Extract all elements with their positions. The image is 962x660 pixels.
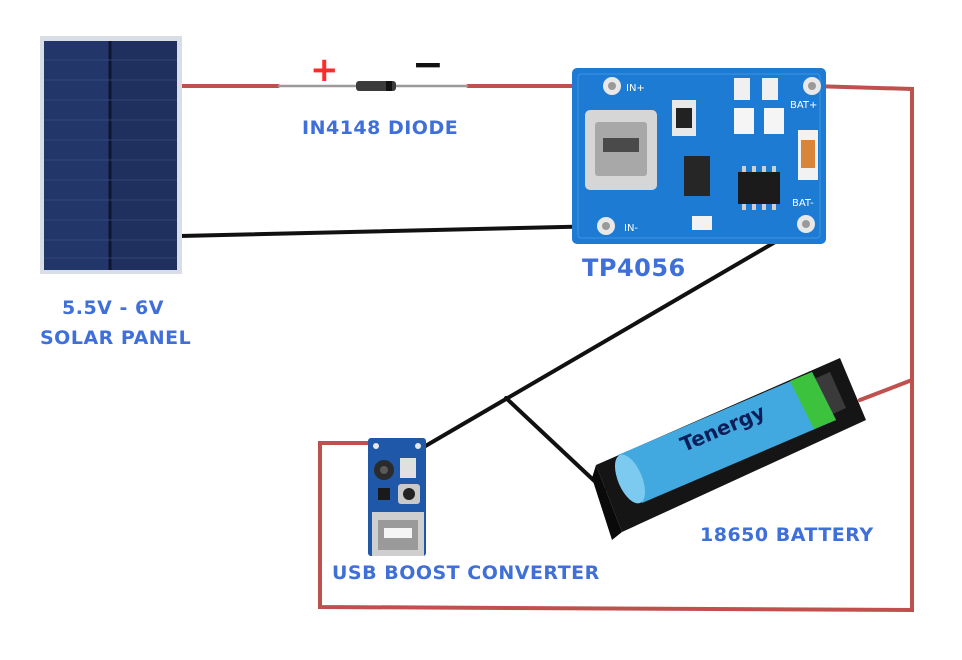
usb-port-icon — [372, 512, 424, 556]
tp4056-label: TP4056 — [582, 254, 686, 282]
black-wires — [178, 222, 808, 492]
solar-panel-voltage-label: 5.5V - 6V — [62, 297, 164, 319]
battery-holder-icon: Tenergy — [592, 358, 866, 540]
diode-minus-sign: − — [412, 42, 444, 86]
diode-icon — [278, 81, 468, 91]
pin-label-in-minus: IN- — [624, 223, 638, 234]
pin-label-bat-minus: BAT- — [792, 198, 814, 209]
wire-ground-loop — [318, 378, 914, 613]
pin-label-bat-plus: BAT+ — [790, 100, 817, 111]
wire-junction-to-battery — [504, 396, 606, 492]
pin-label-in-plus: IN+ — [626, 83, 645, 94]
wire-panel-to-in-minus — [178, 224, 608, 238]
diode-label: IN4148 DIODE — [302, 117, 459, 139]
battery-label: 18650 BATTERY — [700, 524, 874, 546]
solar-panel-icon — [40, 36, 182, 274]
tp4056-board-icon: IN+ IN- BAT+ BAT- — [572, 68, 826, 244]
diode-plus-sign: + — [310, 50, 339, 90]
wire-bat-minus-to-booster — [420, 222, 808, 450]
boost-converter-icon — [368, 438, 426, 556]
boost-converter-label: USB BOOST CONVERTER — [332, 562, 600, 584]
wire-bat-plus-loop — [810, 84, 914, 402]
solar-panel-label: SOLAR PANEL — [40, 327, 192, 349]
